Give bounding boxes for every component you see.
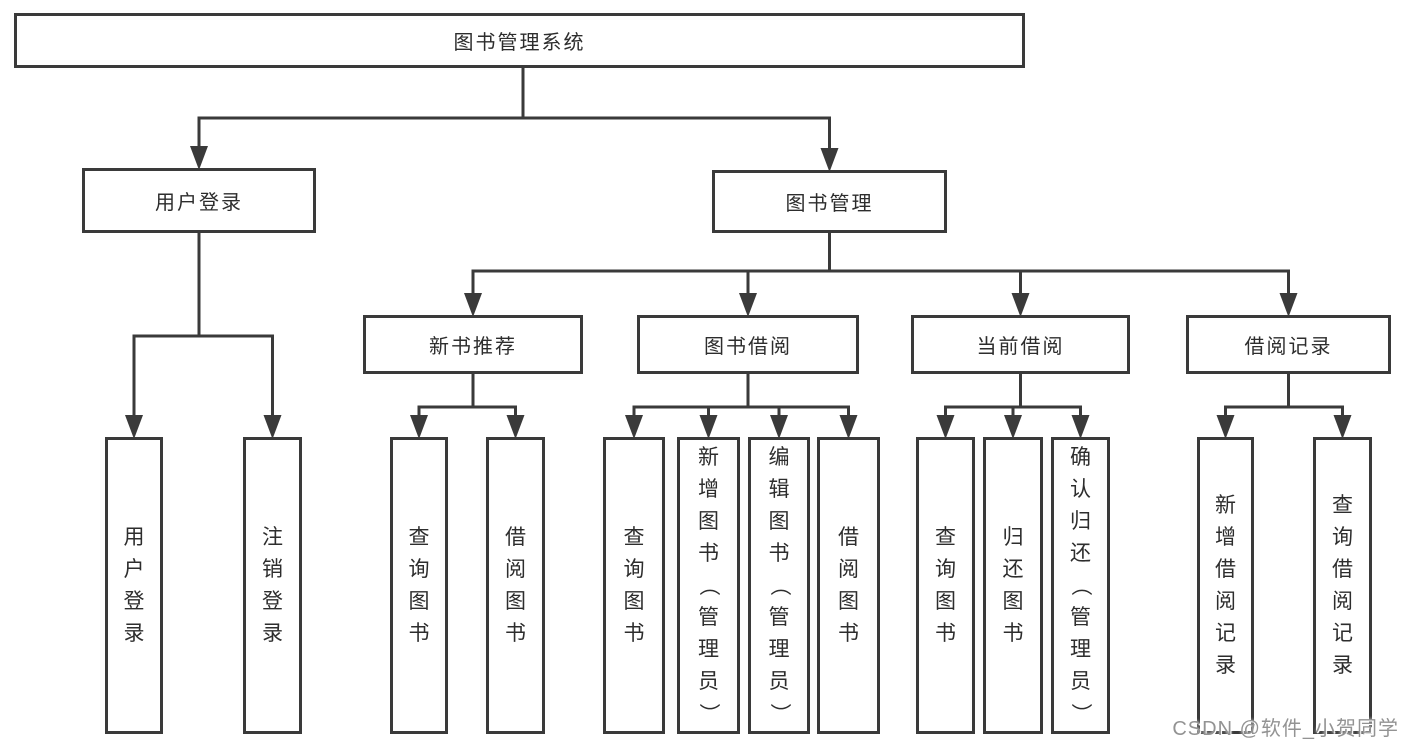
- node-leaf-bb-borrow-books: 借阅图书: [817, 437, 880, 734]
- arrowhead: [1011, 293, 1030, 317]
- arrowhead: [936, 415, 955, 439]
- arrowhead: [1216, 415, 1235, 439]
- arrowhead: [464, 293, 482, 317]
- node-leaf-cb-confirm-return-admin: 确认归还（管理员）: [1051, 437, 1110, 734]
- node-label: 新书推荐: [429, 336, 517, 358]
- arrowhead: [625, 415, 643, 439]
- arrowhead: [1279, 293, 1298, 317]
- node-label: 图书管理: [785, 193, 874, 215]
- arrowhead: [1004, 415, 1022, 439]
- node-new-book-recommend: 新书推荐: [363, 315, 583, 374]
- node-label: 用户登录: [123, 526, 145, 645]
- node-label: 新增借阅记录: [1215, 494, 1236, 677]
- node-leaf-bb-query-books: 查询图书: [603, 437, 665, 734]
- arrowhead: [410, 415, 428, 439]
- node-leaf-cb-query-books: 查询图书: [916, 437, 975, 734]
- arrowhead: [263, 415, 282, 439]
- node-book-management: 图书管理: [712, 170, 947, 233]
- node-leaf-br-add-record: 新增借阅记录: [1197, 437, 1254, 734]
- node-label: 查询借阅记录: [1332, 494, 1353, 677]
- watermark: CSDN @软件_小贺同学: [1172, 718, 1399, 740]
- node-label: 借阅记录: [1244, 336, 1333, 358]
- node-book-borrowing: 图书借阅: [637, 315, 859, 374]
- node-label: 查询图书: [623, 526, 645, 645]
- node-label: 用户登录: [155, 192, 243, 214]
- node-label: 查询图书: [408, 526, 430, 645]
- node-label: 图书管理系统: [453, 32, 586, 54]
- node-leaf-logout: 注销登录: [243, 437, 302, 734]
- arrowhead: [506, 415, 525, 439]
- node-label: 查询图书: [935, 526, 956, 645]
- arrowhead: [839, 415, 858, 439]
- arrowhead: [770, 415, 788, 439]
- node-leaf-bb-edit-books-admin: 编辑图书（管理员）: [748, 437, 810, 734]
- node-label: 图书借阅: [704, 336, 792, 358]
- node-current-borrowing: 当前借阅: [911, 315, 1130, 374]
- node-label: 注销登录: [262, 526, 283, 645]
- node-leaf-nbr-query-books: 查询图书: [390, 437, 448, 734]
- node-label: 归还图书: [1002, 526, 1024, 645]
- node-label: 新增图书（管理员）: [697, 446, 720, 724]
- arrowhead: [1333, 415, 1352, 439]
- node-leaf-user-login: 用户登录: [105, 437, 163, 734]
- node-leaf-bb-add-books-admin: 新增图书（管理员）: [677, 437, 740, 734]
- node-label: 当前借阅: [976, 336, 1065, 358]
- arrowhead: [190, 146, 208, 170]
- node-borrowing-records: 借阅记录: [1186, 315, 1391, 374]
- node-leaf-nbr-borrow-books: 借阅图书: [486, 437, 545, 734]
- arrowhead: [1071, 415, 1090, 439]
- arrowhead: [125, 415, 143, 439]
- arrowhead: [739, 293, 757, 317]
- node-root: 图书管理系统: [14, 13, 1025, 68]
- arrowhead: [699, 415, 718, 439]
- node-label: 借阅图书: [505, 526, 526, 645]
- node-label: 编辑图书（管理员）: [767, 446, 791, 724]
- node-label: 借阅图书: [838, 526, 859, 645]
- arrowhead: [820, 148, 839, 172]
- node-leaf-br-query-record: 查询借阅记录: [1313, 437, 1372, 734]
- node-label: 确认归还（管理员）: [1069, 446, 1092, 724]
- node-leaf-cb-return-books: 归还图书: [983, 437, 1043, 734]
- node-user-login: 用户登录: [82, 168, 316, 233]
